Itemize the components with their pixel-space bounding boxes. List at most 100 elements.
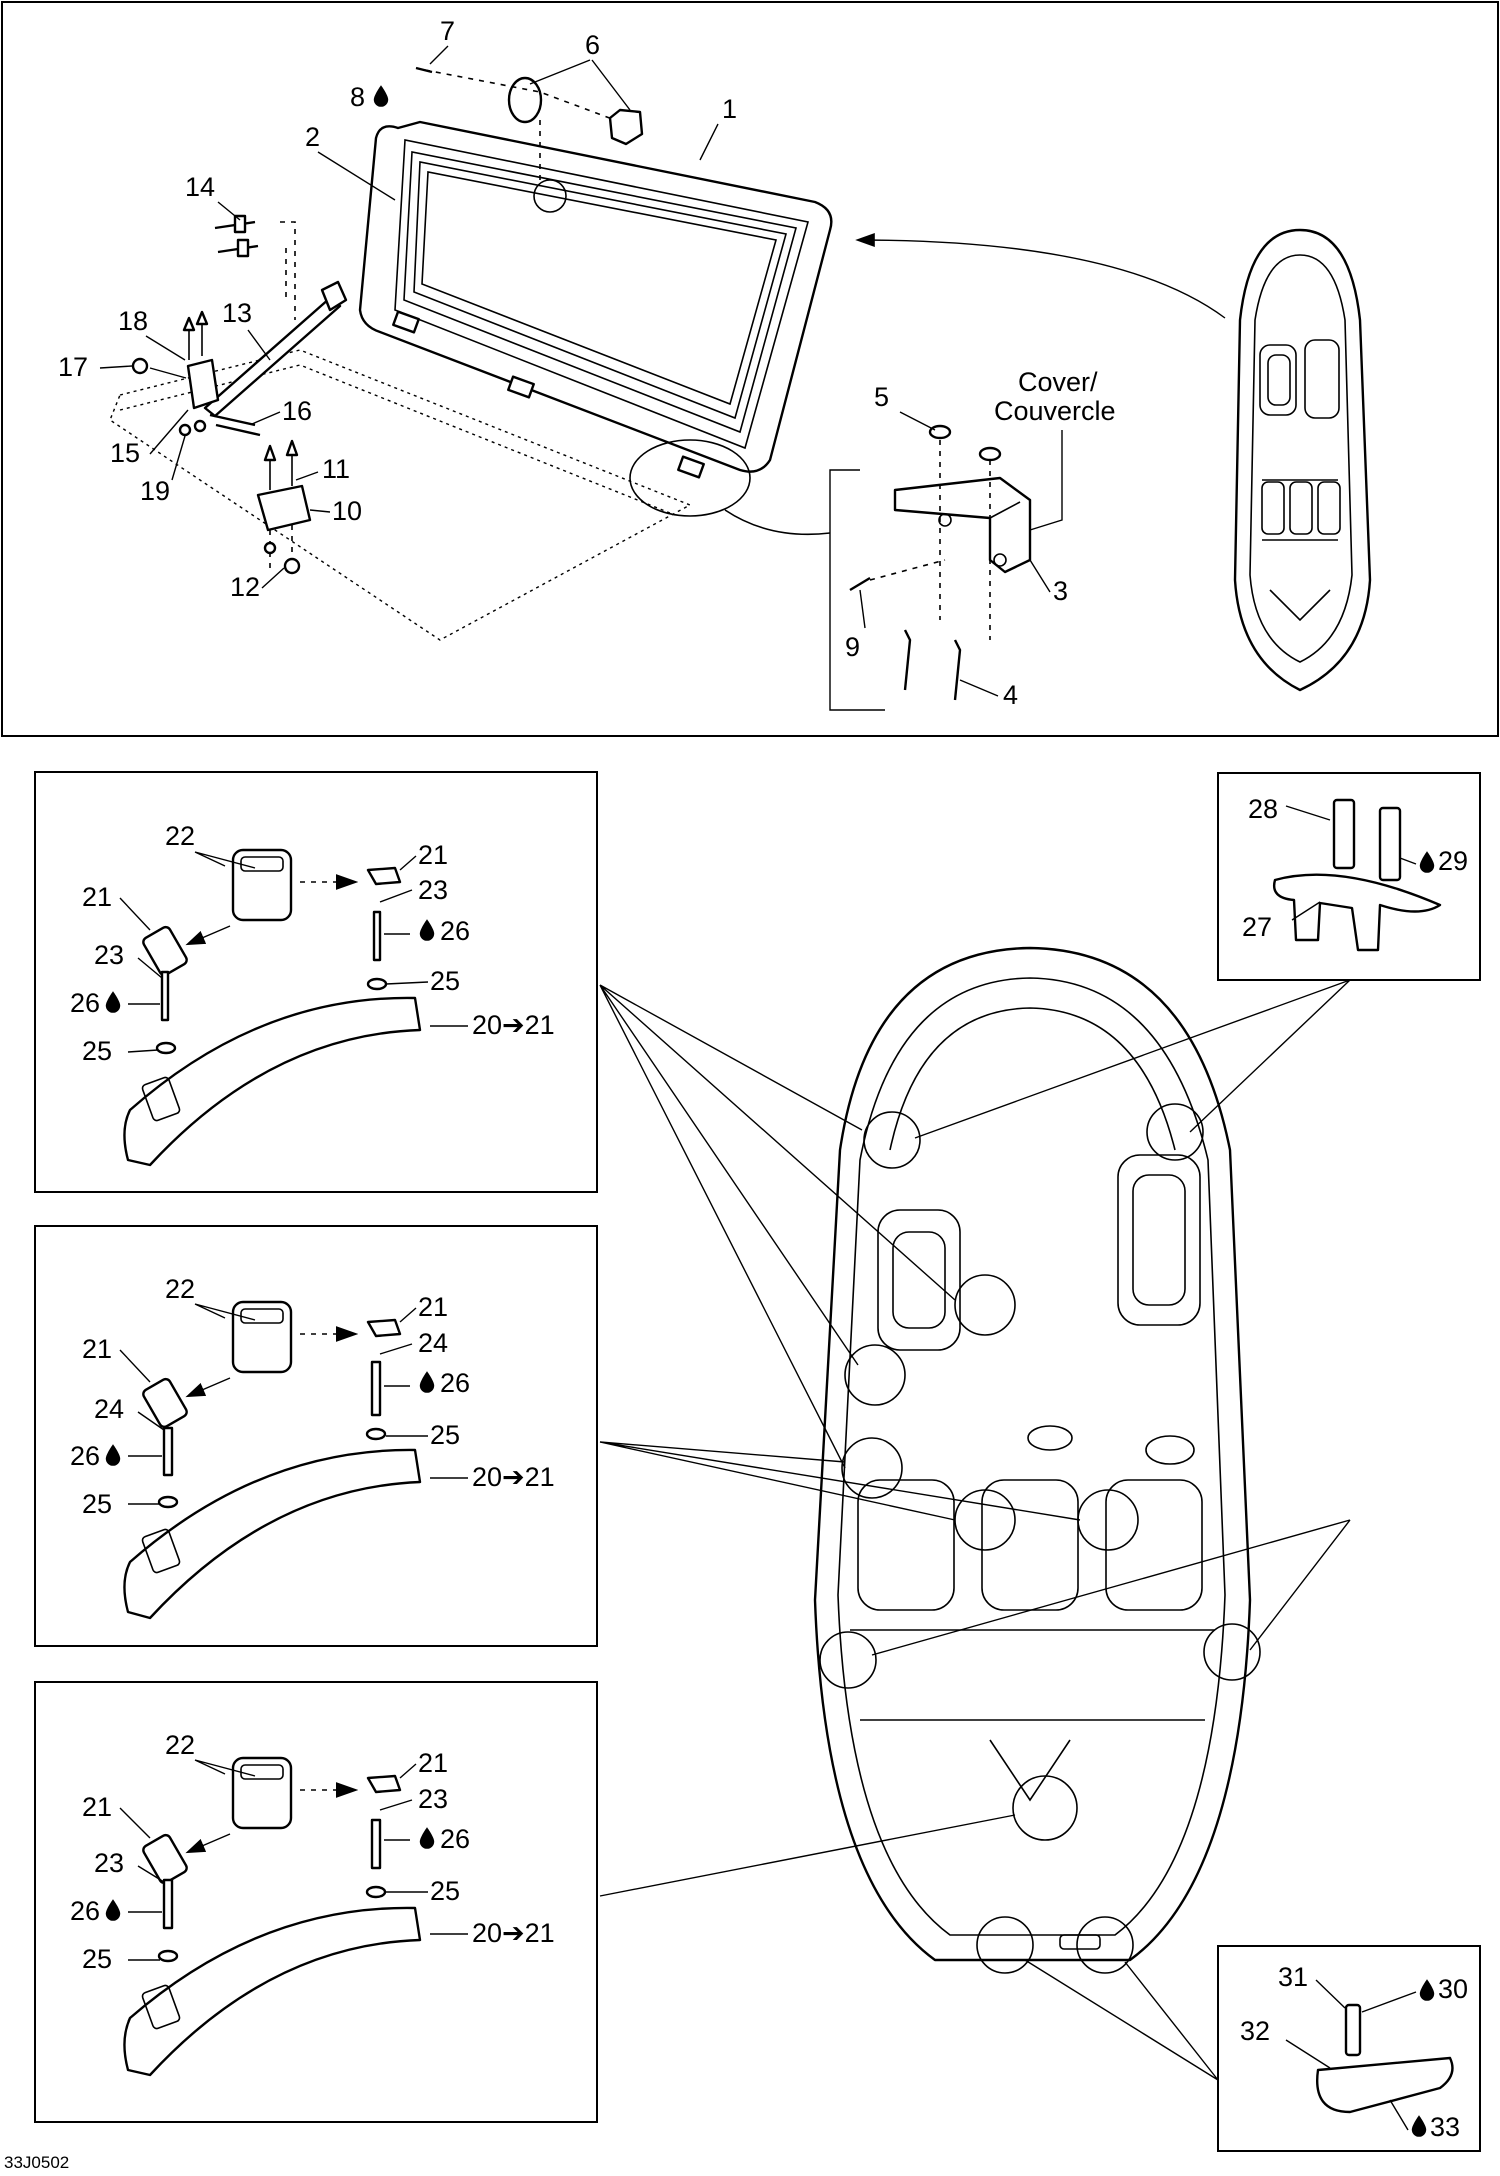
detail-circle (629, 439, 751, 517)
callout-26: 26 (70, 1441, 100, 1471)
callout-24: 24 (94, 1394, 124, 1424)
bumper-panel-1-frame (34, 771, 598, 1193)
callout-30: 30 (1438, 1974, 1468, 2004)
callout-23: 23 (418, 1784, 448, 1814)
bumper-1 (123, 996, 422, 1167)
callout-15: 15 (110, 438, 140, 468)
callout-29: 29 (1438, 846, 1468, 876)
callout-31: 31 (1278, 1962, 1308, 1992)
rear-cleat (1316, 2056, 1454, 2114)
callout-20-to-21: 20➔21 (472, 1918, 555, 1948)
cover-frame (358, 120, 833, 473)
drop-icon (1419, 851, 1435, 873)
callout-leaders (99, 45, 1417, 2131)
drop-icon (373, 85, 389, 107)
drop-icon (105, 1899, 121, 1921)
lock-knob (507, 76, 543, 124)
callout-10: 10 (332, 496, 362, 526)
cover-label-line2: Couvercle (994, 396, 1116, 426)
callout-32: 32 (1240, 2016, 1270, 2046)
callout-11: 11 (322, 454, 350, 484)
bumper-2 (123, 1448, 422, 1620)
drop-icon (419, 1827, 435, 1849)
bumper-detail-2 (123, 1300, 422, 1620)
callout-25: 25 (430, 1420, 460, 1450)
bumper-detail-1 (123, 848, 422, 1167)
bumper-detail-3 (123, 1756, 422, 2077)
callout-26: 26 (70, 988, 100, 1018)
rear-cleat-panel-frame (1217, 1945, 1481, 2152)
callout-9: 9 (845, 632, 860, 662)
drop-icon (1411, 2115, 1427, 2137)
callout-22: 22 (165, 821, 195, 851)
callout-28: 28 (1248, 794, 1278, 824)
callout-13: 13 (222, 298, 252, 328)
callout-19: 19 (140, 476, 170, 506)
rear-cleat-detail (1316, 2003, 1454, 2114)
callout-5: 5 (874, 382, 889, 412)
callout-14: 14 (185, 172, 215, 202)
callout-27: 27 (1242, 912, 1272, 942)
drop-icon (419, 919, 435, 941)
callout-26: 26 (70, 1896, 100, 1926)
bow-cleat (1273, 873, 1442, 952)
latch-bracket (256, 484, 312, 532)
callout-25: 25 (430, 1876, 460, 1906)
callout-25: 25 (430, 966, 460, 996)
callout-25: 25 (82, 1036, 112, 1066)
craft-top-view-small (855, 228, 1372, 692)
callout-33: 33 (1430, 2112, 1460, 2142)
drop-icon (105, 1444, 121, 1466)
callout-25: 25 (82, 1489, 112, 1519)
callout-16: 16 (282, 396, 312, 426)
callout-26: 26 (440, 1368, 470, 1398)
cover-window (421, 171, 778, 406)
callout-labels: 7 8 6 1 2 14 13 18 17 15 16 19 11 10 12 … (4, 16, 1468, 2172)
callout-6: 6 (585, 30, 600, 60)
callout-22: 22 (165, 1730, 195, 1760)
bumper-panel-2-frame (34, 1225, 598, 1647)
drop-icon (105, 991, 121, 1013)
cover-label-line1: Cover/ (1018, 367, 1098, 397)
callout-2: 2 (305, 122, 320, 152)
latch-plate (893, 476, 1032, 574)
callout-17: 17 (58, 352, 88, 382)
callout-21: 21 (418, 1292, 448, 1322)
callout-1: 1 (722, 94, 737, 124)
callout-18: 18 (118, 306, 148, 336)
callout-20-to-21: 20➔21 (472, 1010, 555, 1040)
callout-21: 21 (82, 1792, 112, 1822)
callout-8: 8 (350, 82, 365, 112)
callout-26: 26 (440, 916, 470, 946)
lock-cam (608, 108, 644, 146)
cover-location-arrow (855, 233, 1226, 319)
rod-bracket (186, 358, 220, 410)
callout-3: 3 (1053, 576, 1068, 606)
storage-cover-assembly (109, 66, 833, 641)
diagram-id: 33J0502 (4, 2153, 69, 2172)
craft-top-view-large (599, 946, 1351, 2081)
callout-23: 23 (94, 1848, 124, 1878)
callout-20-to-21: 20➔21 (472, 1462, 555, 1492)
callout-7: 7 (440, 16, 455, 46)
callout-24: 24 (418, 1328, 448, 1358)
callout-21: 21 (82, 882, 112, 912)
callout-4: 4 (1003, 680, 1018, 710)
callout-21: 21 (82, 1334, 112, 1364)
callout-21: 21 (418, 1748, 448, 1778)
drop-icon (1419, 1979, 1435, 2001)
cover-lock-hole (533, 179, 567, 213)
cleat-detail (1273, 798, 1442, 952)
bumper-panel-3-frame (34, 1681, 598, 2123)
callout-21: 21 (418, 840, 448, 870)
callout-23: 23 (94, 940, 124, 970)
drop-icon (419, 1371, 435, 1393)
top-panel-frame (1, 1, 1499, 737)
callout-26: 26 (440, 1824, 470, 1854)
support-rod (203, 296, 342, 418)
callout-12: 12 (230, 572, 260, 602)
latch-detail (829, 424, 1032, 711)
callout-22: 22 (165, 1274, 195, 1304)
callout-25: 25 (82, 1944, 112, 1974)
